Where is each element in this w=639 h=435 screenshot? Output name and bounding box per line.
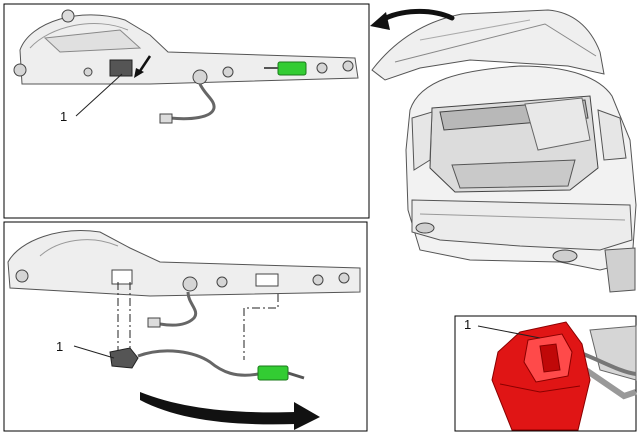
removal-arrow: [140, 392, 320, 430]
open-liftgate: [371, 9, 605, 81]
camera-module-removed: [109, 347, 139, 369]
top-callout-1: 1: [60, 109, 67, 124]
removed-harness: [137, 349, 259, 377]
green-connector-installed: [277, 61, 307, 76]
bottom-detail-panel: 1: [3, 221, 368, 432]
liftgate-arrow: [370, 8, 455, 30]
green-connector-removed: [257, 365, 289, 381]
vehicle-rear-view: [371, 9, 637, 293]
bottom-callout-1: 1: [56, 339, 63, 354]
harness-pigtail: [169, 83, 216, 121]
inset-red-part-panel: 1: [454, 315, 637, 432]
top-detail-panel: 1: [3, 3, 370, 219]
inset-callout-1: 1: [464, 317, 471, 332]
camera-module-installed: [109, 59, 133, 77]
